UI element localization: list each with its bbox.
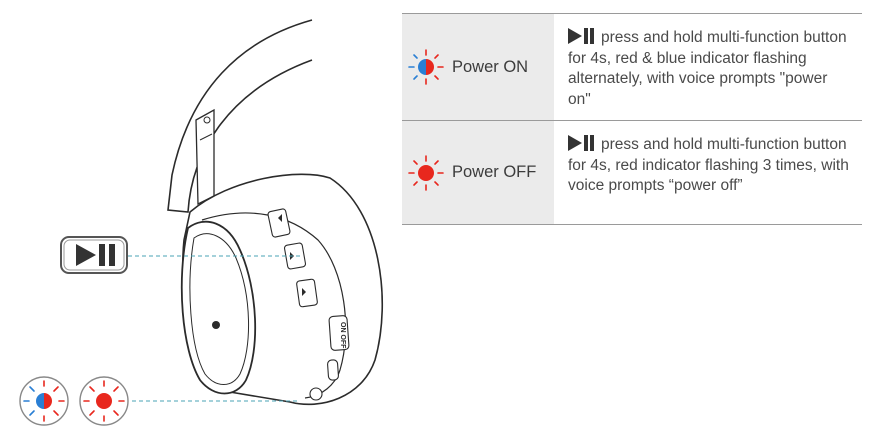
headband xyxy=(167,19,313,213)
row-label: Power ON xyxy=(452,57,529,76)
label-cell: Power ON xyxy=(402,14,554,120)
ear-cup-side xyxy=(201,212,347,399)
red-blue-indicator-icon xyxy=(408,49,444,85)
red-blue-indicator-icon xyxy=(19,376,69,426)
on-off-label: ON OFF xyxy=(339,322,346,349)
play-pause-button-icon xyxy=(60,236,128,274)
row-description: press and hold multi-function button for… xyxy=(568,29,847,108)
play-pause-icon xyxy=(568,135,594,151)
play-pause-icon xyxy=(568,28,594,44)
ear-cup-plate xyxy=(180,220,257,395)
headband-slider xyxy=(195,108,215,206)
red-indicator-icon xyxy=(79,376,129,426)
row-description: press and hold multi-function button for… xyxy=(568,136,849,194)
description-cell: press and hold multi-function button for… xyxy=(554,14,862,120)
table-row-power-off: Power OFF press and hold multi-function … xyxy=(402,121,862,225)
table-row-power-on: Power ON press and hold multi-function b… xyxy=(402,14,862,121)
red-indicator-icon xyxy=(408,154,444,191)
row-label: Power OFF xyxy=(452,163,537,181)
label-cell: Power OFF xyxy=(402,121,554,224)
power-instructions-table: Power ON press and hold multi-function b… xyxy=(402,13,862,225)
indicator-led xyxy=(212,321,220,329)
side-buttons xyxy=(267,208,350,401)
description-cell: press and hold multi-function button for… xyxy=(554,121,862,224)
